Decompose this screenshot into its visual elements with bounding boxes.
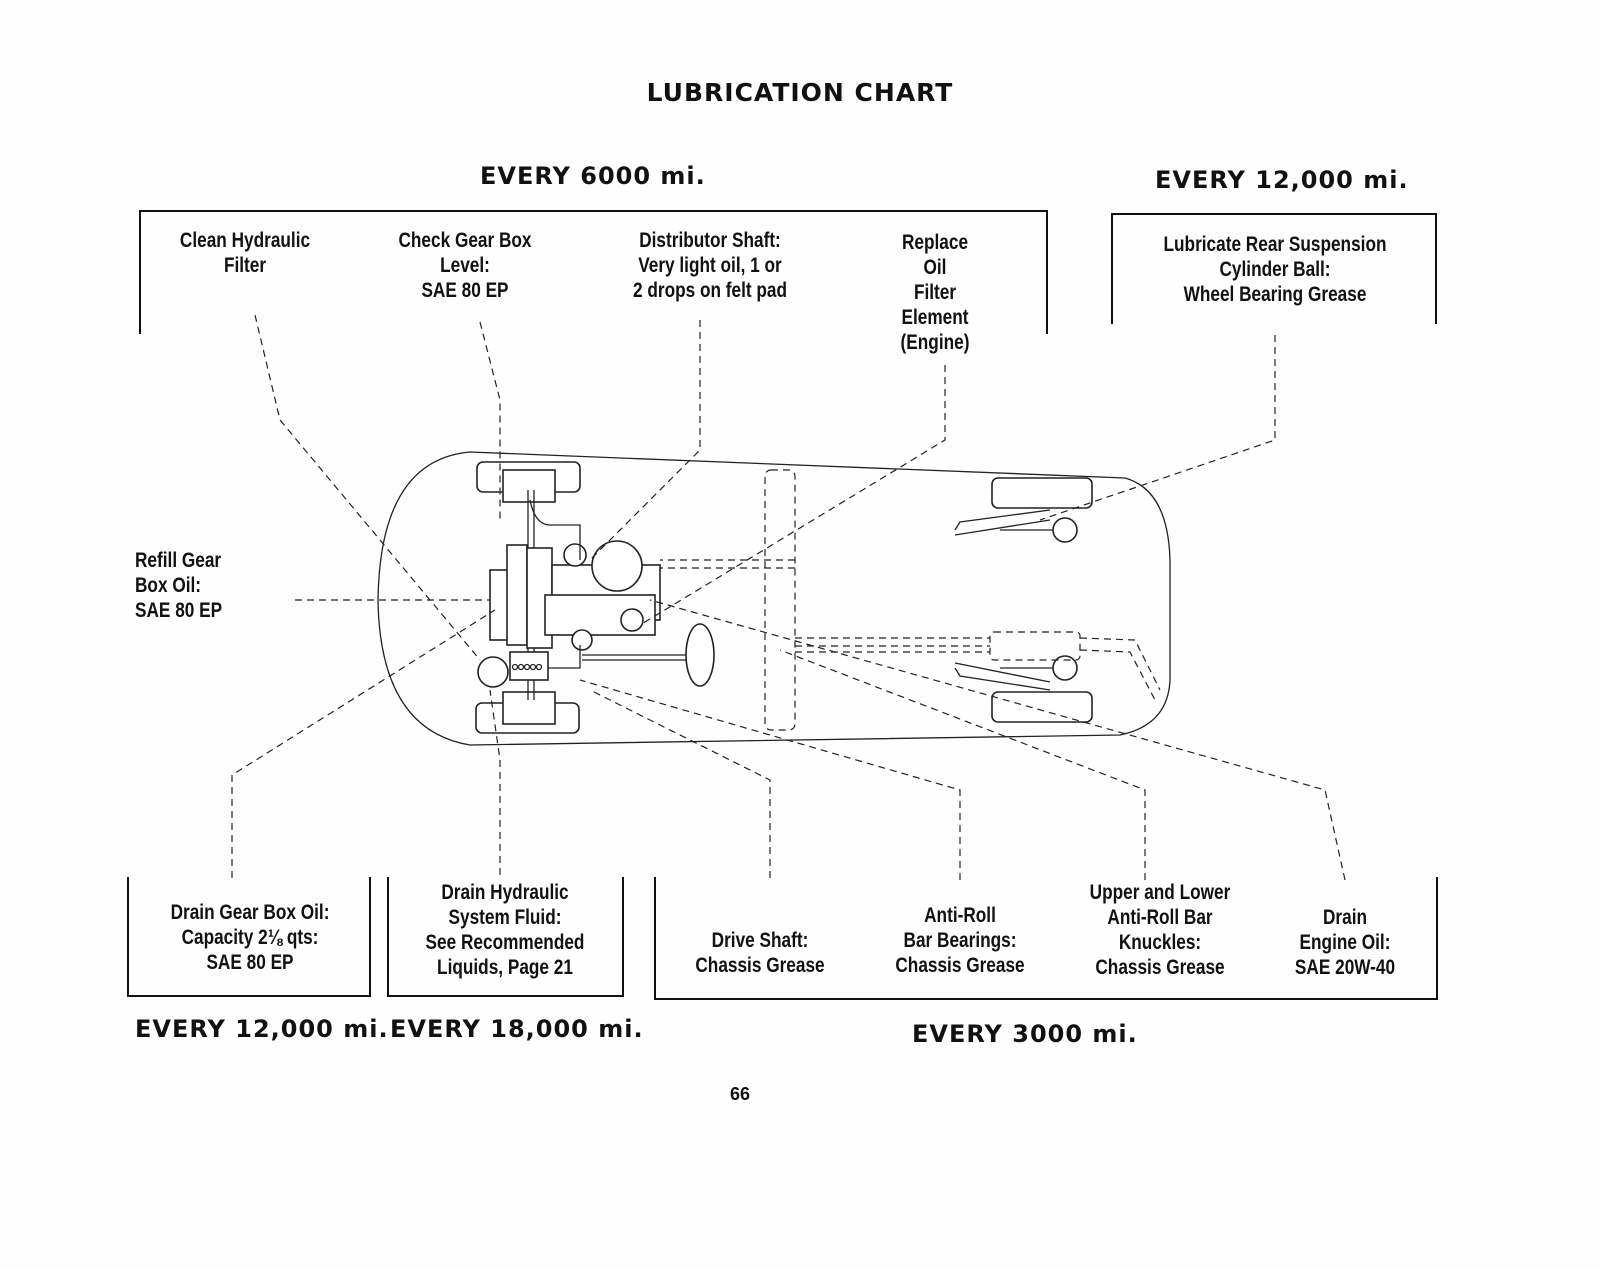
label-clean-hydraulic-filter: Clean Hydraulic Filter — [179, 229, 311, 277]
label-rear-suspension-cylinder-ball: Lubricate Rear Suspension Cylinder Ball:… — [1163, 233, 1387, 306]
air-filter — [591, 540, 643, 592]
exhaust-pipes — [795, 637, 1161, 701]
rear-left-wheel — [991, 477, 1093, 509]
rear-right-trailing-arm — [954, 662, 1051, 691]
label-refill-gear-box-oil: Refill Gear Box Oil: SAE 80 EP — [135, 549, 223, 622]
hydraulic-pipe-upper — [529, 499, 581, 560]
page-number: 66 — [729, 1084, 751, 1104]
fuel-bulb — [571, 629, 593, 651]
muffler — [989, 631, 1081, 661]
label-anti-roll-bar-knuckles: Upper and Lower Anti-Roll Bar Knuckles: … — [1089, 881, 1231, 979]
label-check-gear-box-level: Check Gear Box Level: SAE 80 EP — [398, 229, 532, 302]
label-anti-roll-bar-bearings: Anti-Roll Bar Bearings: Chassis Grease — [895, 904, 1025, 977]
label-distributor-shaft: Distributor Shaft: Very light oil, 1 or … — [632, 229, 788, 302]
bell-housing — [506, 544, 528, 646]
interval-heading-3000: EVERY 3000 mi. — [912, 1020, 1138, 1048]
leader-lines — [231, 314, 1346, 881]
central-tunnel — [764, 469, 796, 731]
page-title: LUBRICATION CHART — [646, 78, 954, 107]
steering-wheel — [685, 623, 715, 687]
distributor — [563, 543, 587, 567]
rear-right-wheel — [991, 691, 1093, 723]
box-every-12000-top — [1111, 213, 1437, 324]
box-every-6000 — [139, 210, 1048, 334]
label-drain-gear-box-oil: Drain Gear Box Oil: Capacity 2⅛ qts: SAE… — [170, 901, 330, 974]
vehicle-body-outline — [377, 451, 1171, 746]
front-right-hub — [502, 691, 556, 725]
box-every-12000-bottom — [127, 877, 371, 997]
interval-heading-12000-top: EVERY 12,000 mi. — [1155, 166, 1409, 194]
hydraulic-ports — [511, 663, 543, 671]
box-every-3000 — [654, 877, 1438, 1000]
oil-filter — [620, 608, 644, 632]
interval-heading-6000: EVERY 6000 mi. — [480, 162, 706, 190]
interval-heading-18000: EVERY 18,000 mi. — [390, 1015, 644, 1043]
rear-left-trailing-arm — [954, 509, 1051, 536]
hydraulic-reservoir — [477, 656, 509, 688]
label-drive-shaft: Drive Shaft: Chassis Grease — [695, 929, 825, 977]
label-drain-engine-oil: Drain Engine Oil: SAE 20W-40 — [1294, 906, 1396, 979]
box-every-18000 — [387, 877, 624, 997]
rear-left-suspension-cylinder — [1052, 517, 1078, 543]
label-replace-oil-filter: Replace Oil Filter Element (Engine) — [900, 231, 970, 354]
front-left-hub — [502, 469, 556, 503]
interval-heading-12000-bottom: EVERY 12,000 mi. — [135, 1015, 389, 1043]
hydraulic-pipe-lower — [548, 645, 581, 669]
label-drain-hydraulic-fluid: Drain Hydraulic System Fluid: See Recomm… — [425, 881, 585, 979]
